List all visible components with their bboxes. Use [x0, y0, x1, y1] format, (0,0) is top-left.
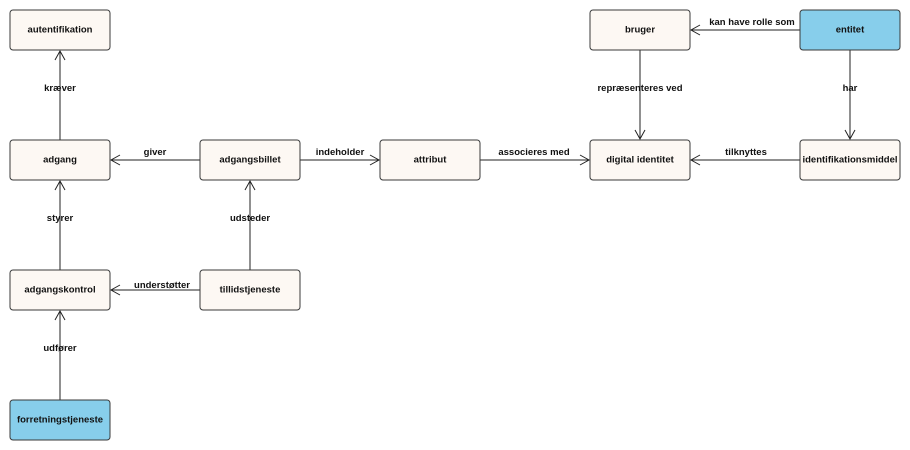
- node-label-digital-identitet: digital identitet: [606, 155, 674, 166]
- edge-label-har: har: [843, 83, 858, 94]
- edge-label-kan-have-rolle: kan have rolle som: [709, 17, 795, 28]
- edge-repraesenteres: repræsenteres ved: [597, 50, 683, 141]
- edge-kraever: kræver: [44, 49, 76, 140]
- edge-tilknyttes: tilknyttes: [689, 147, 800, 166]
- edge-giver: giver: [109, 147, 200, 166]
- edge-label-styrer: styrer: [47, 213, 74, 224]
- node-label-attribut: attribut: [414, 155, 448, 166]
- node-autentifikation: autentifikation: [9, 9, 111, 51]
- node-label-adgang: adgang: [43, 155, 77, 166]
- node-label-tillidstjeneste: tillidstjeneste: [220, 285, 281, 296]
- edge-label-kraever: kræver: [44, 83, 76, 94]
- edge-label-associeres: associeres med: [498, 147, 569, 158]
- node-adgang: adgang: [9, 139, 111, 181]
- node-tillidstjeneste: tillidstjeneste: [199, 269, 301, 311]
- node-forretningstjeneste: forretningstjeneste: [9, 399, 111, 441]
- node-label-adgangskontrol: adgangskontrol: [24, 285, 95, 296]
- edge-har: har: [843, 50, 858, 141]
- node-label-forretningstjeneste: forretningstjeneste: [17, 415, 103, 426]
- edge-udforer: udfører: [43, 309, 77, 400]
- node-identifikationsmiddel: identifikationsmiddel: [799, 139, 901, 181]
- edge-label-indeholder: indeholder: [316, 147, 365, 158]
- edge-label-udsteder: udsteder: [230, 213, 270, 224]
- node-label-autentifikation: autentifikation: [28, 25, 93, 36]
- node-digital-identitet: digital identitet: [589, 139, 691, 181]
- node-label-identifikationsmiddel: identifikationsmiddel: [802, 155, 897, 166]
- node-label-entitet: entitet: [836, 25, 865, 36]
- node-label-bruger: bruger: [625, 25, 655, 36]
- edge-label-understotter: understøtter: [134, 280, 190, 291]
- edge-label-tilknyttes: tilknyttes: [725, 147, 767, 158]
- edge-label-repraesenteres: repræsenteres ved: [597, 83, 682, 94]
- node-attribut: attribut: [379, 139, 481, 181]
- edge-label-udforer: udfører: [43, 343, 77, 354]
- node-adgangskontrol: adgangskontrol: [9, 269, 111, 311]
- node-bruger: bruger: [589, 9, 691, 51]
- edge-label-giver: giver: [144, 147, 167, 158]
- node-label-adgangsbillet: adgangsbillet: [219, 155, 281, 166]
- edge-associeres: associeres med: [480, 147, 591, 166]
- edge-styrer: styrer: [47, 179, 74, 270]
- node-entitet: entitet: [799, 9, 901, 51]
- node-adgangsbillet: adgangsbillet: [199, 139, 301, 181]
- edge-udsteder: udsteder: [230, 179, 270, 270]
- edge-indeholder: indeholder: [300, 147, 381, 166]
- edge-kan-have-rolle: kan have rolle som: [689, 17, 800, 36]
- edge-understotter: understøtter: [109, 280, 200, 296]
